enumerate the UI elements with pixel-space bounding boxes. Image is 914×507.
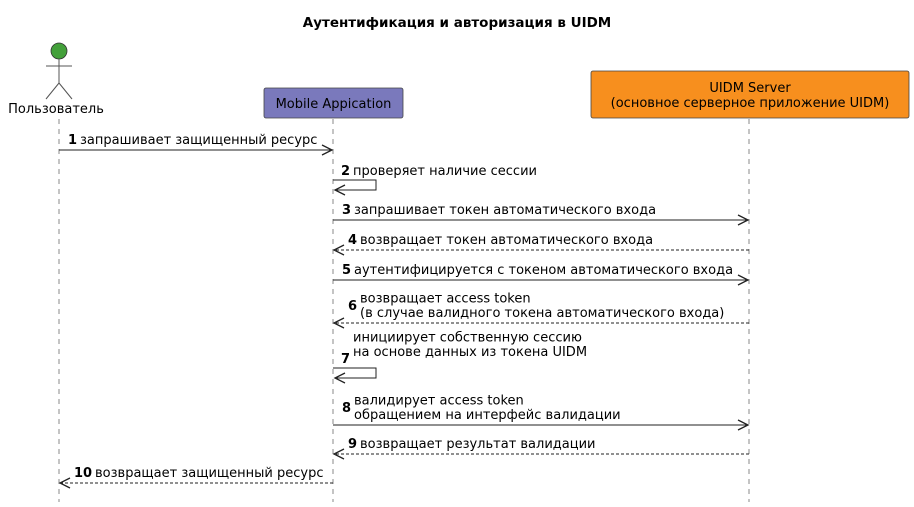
message-label: запрашивает защищенный ресурс (80, 133, 317, 148)
message-number: 3 (342, 203, 351, 218)
arrowhead-icon (332, 448, 345, 460)
participant-label: Mobile Appication (276, 97, 392, 112)
message-label: инициирует собственную сессию (353, 331, 582, 346)
arrowhead-icon (737, 274, 750, 286)
message-label: (в случае валидного токена автоматическо… (360, 306, 724, 321)
message-number: 7 (341, 352, 350, 367)
message-label: обращением на интерфейс валидации (354, 408, 621, 423)
message-label: возвращает токен автоматического входа (360, 233, 653, 248)
message-arrow (333, 367, 377, 379)
message-number: 6 (348, 299, 357, 314)
diagram-title: Аутентификация и авторизация в UIDM (303, 15, 612, 31)
message-number: 1 (68, 133, 77, 148)
arrowhead-icon (333, 372, 346, 384)
message-number: 5 (342, 263, 351, 278)
participant-label: UIDM Server (709, 81, 791, 96)
message-label: на основе данных из токена UIDM (353, 345, 587, 360)
message-number: 9 (348, 437, 357, 452)
message-arrow (333, 179, 377, 191)
participant-box-mobile (263, 87, 404, 119)
message-number: 2 (341, 164, 350, 179)
actor-body-icon (45, 59, 73, 100)
message-label: валидирует access token (354, 394, 524, 409)
participant-label: (основное серверное приложение UIDM) (611, 96, 890, 111)
message-label: аутентифицируется с токеном автоматическ… (354, 263, 733, 278)
participant-box-server (590, 70, 910, 119)
arrowhead-icon (332, 244, 345, 256)
arrowhead-icon (737, 214, 750, 226)
message-number: 4 (348, 233, 357, 248)
message-number: 8 (342, 401, 351, 416)
message-label: проверяет наличие сессии (353, 164, 537, 179)
message-label: запрашивает токен автоматического входа (354, 203, 656, 218)
actor-label: Пользователь (8, 102, 104, 117)
message-label: возвращает access token (360, 292, 531, 307)
message-label: возвращает защищенный ресурс (95, 466, 323, 481)
actor-head-icon (50, 42, 68, 60)
message-number: 10 (74, 466, 92, 481)
arrowhead-icon (333, 184, 346, 196)
message-label: возвращает результат валидации (360, 437, 595, 452)
arrowhead-icon (737, 419, 750, 431)
arrowhead-icon (321, 144, 334, 156)
arrowhead-icon (58, 477, 71, 489)
arrowhead-icon (332, 317, 345, 329)
